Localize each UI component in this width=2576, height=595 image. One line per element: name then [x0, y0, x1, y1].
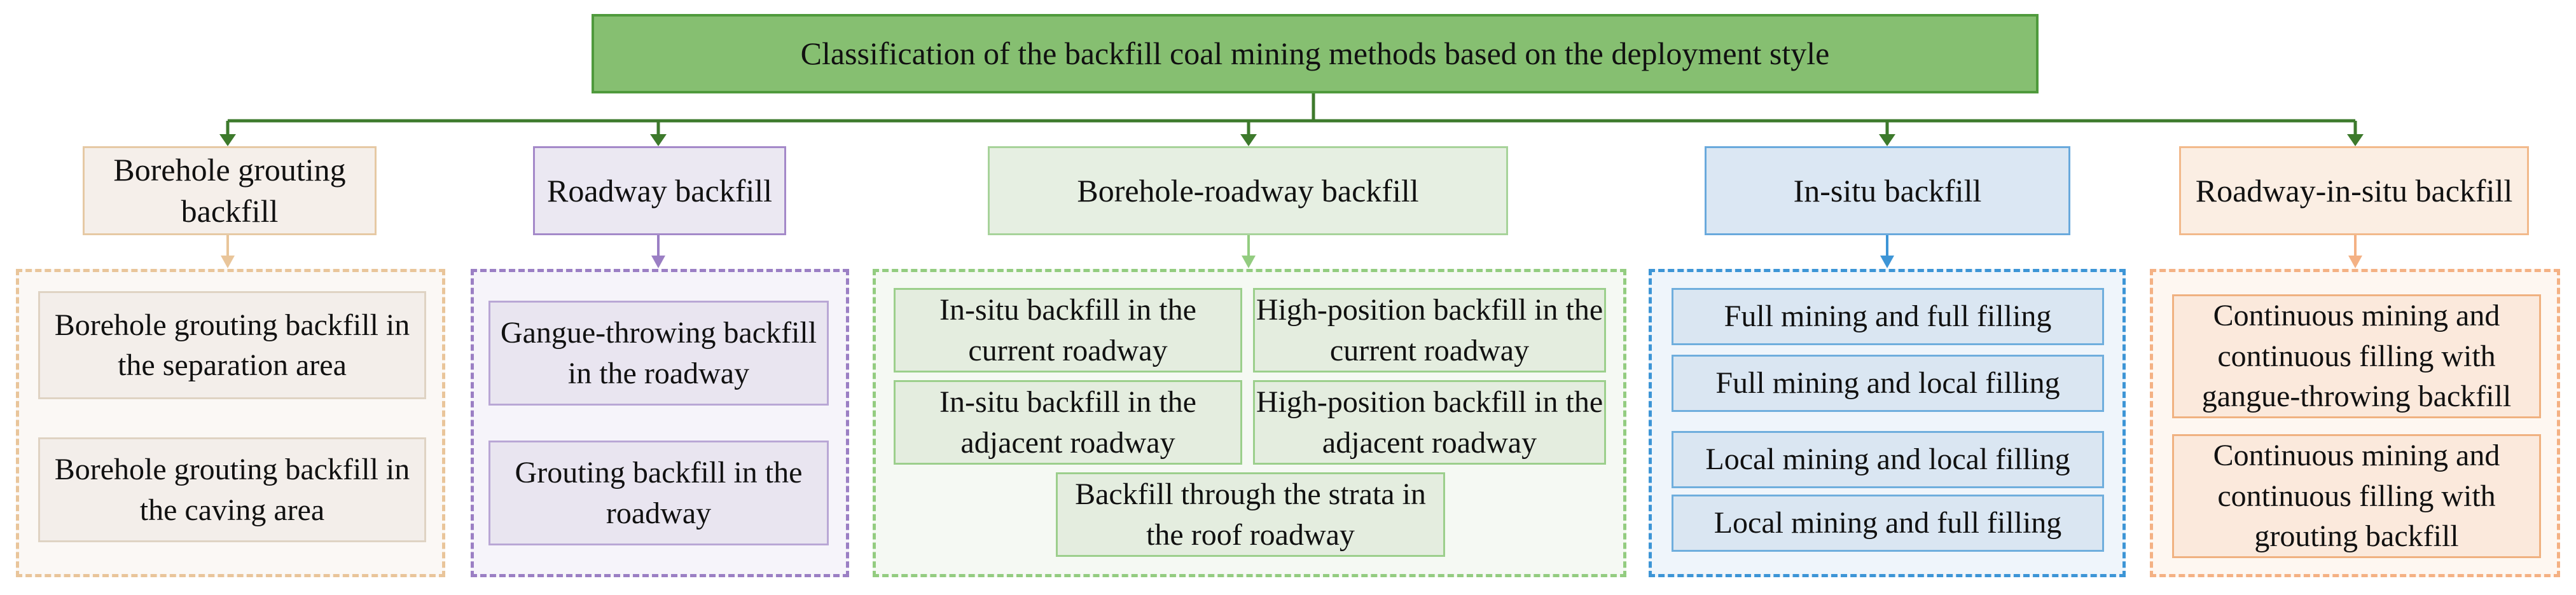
item-grouting-roadway: Grouting backfill in the roadway: [488, 441, 829, 545]
arrow-head-orange: [221, 256, 235, 268]
category-in-situ: In-situ backfill: [1705, 146, 2070, 235]
item-local-full: Local mining and full filling: [1672, 495, 2104, 552]
category-roadway-backfill: Roadway backfill: [533, 146, 786, 235]
category-borehole-roadway: Borehole-roadway backfill: [988, 146, 1508, 235]
arrow-head-3: [1240, 134, 1257, 146]
arrow-head-green: [1242, 256, 1256, 268]
item-insitu-adjacent: In-situ backfill in the adjacent roadway: [894, 380, 1242, 465]
item-full-local: Full mining and local filling: [1672, 355, 2104, 412]
category-borehole-grouting: Borehole grouting backfill: [83, 146, 377, 235]
item-local-local: Local mining and local filling: [1672, 431, 2104, 488]
arrow-head-blue: [1880, 256, 1894, 268]
item-insitu-current: In-situ backfill in the current roadway: [894, 288, 1242, 373]
root-title-box: Classification of the backfill coal mini…: [592, 14, 2039, 93]
arrow-head-purple: [651, 256, 665, 268]
item-full-full: Full mining and full filling: [1672, 288, 2104, 345]
item-caving-area: Borehole grouting backfill in the caving…: [38, 437, 426, 542]
item-highpos-adjacent: High-position backfill in the adjacent r…: [1253, 380, 1606, 465]
category-roadway-in-situ: Roadway-in-situ backfill: [2179, 146, 2529, 235]
arrow-head-1: [219, 134, 236, 146]
item-continuous-grouting: Continuous mining and continuous filling…: [2172, 434, 2541, 558]
arrow-head-4: [1879, 134, 1895, 146]
arrow-head-5: [2347, 134, 2364, 146]
item-continuous-gangue: Continuous mining and continuous filling…: [2172, 294, 2541, 418]
item-roof-roadway: Backfill through the strata in the roof …: [1056, 472, 1445, 557]
item-gangue-throwing-roadway: Gangue-throwing backfill in the roadway: [488, 301, 829, 406]
item-highpos-current: High-position backfill in the current ro…: [1253, 288, 1606, 373]
arrow-head-peach: [2348, 256, 2362, 268]
item-separation-area: Borehole grouting backfill in the separa…: [38, 291, 426, 399]
arrow-head-2: [650, 134, 667, 146]
